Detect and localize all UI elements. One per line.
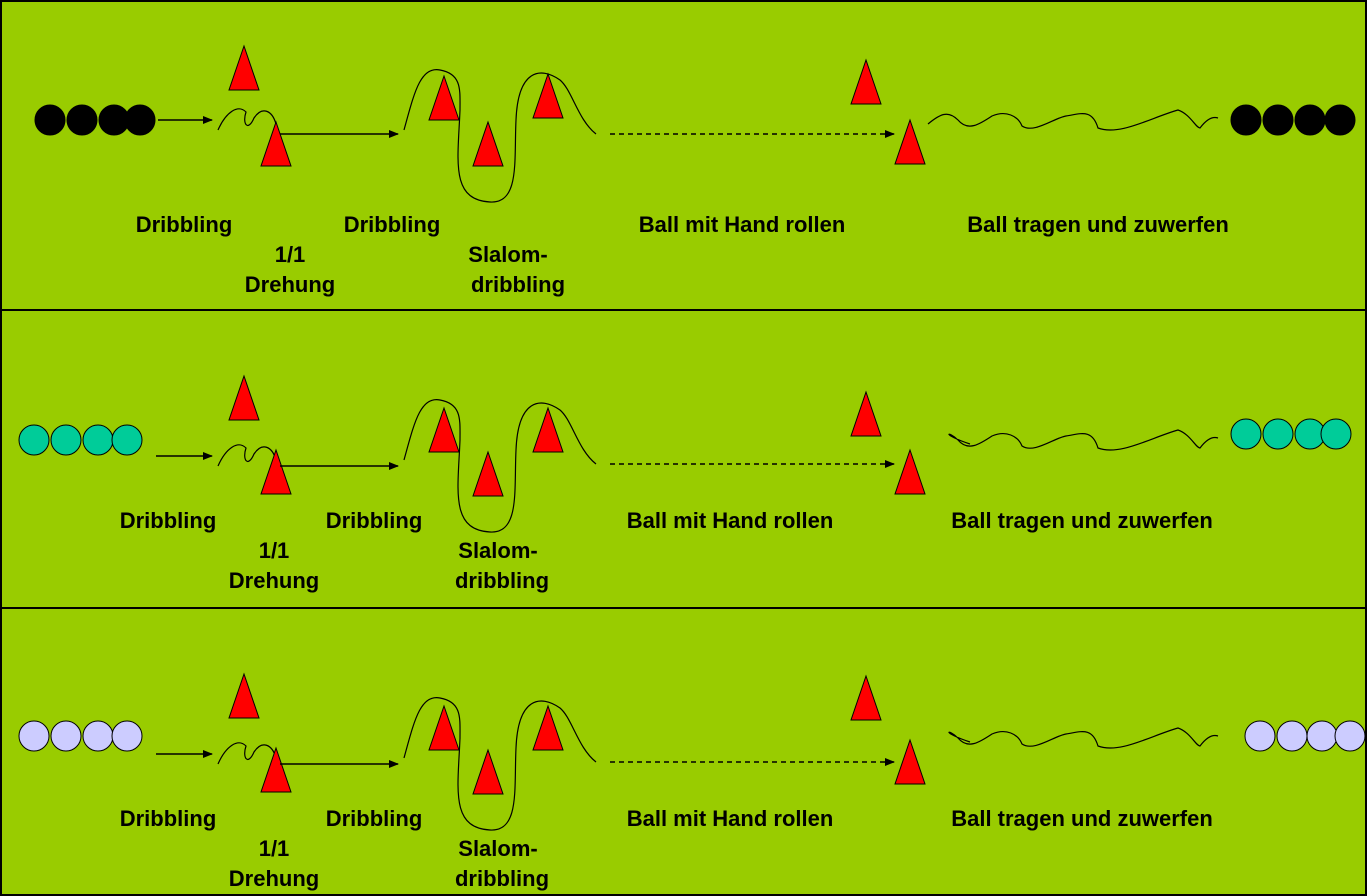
cone-turn-top xyxy=(228,374,260,421)
label-roll: Ball mit Hand rollen xyxy=(627,806,834,831)
label-slalom-1: Slalom- xyxy=(458,538,537,563)
player-left-1 xyxy=(34,104,66,136)
player-right-3 xyxy=(1306,720,1338,752)
turn-path xyxy=(217,444,277,467)
player-left-2 xyxy=(50,720,82,752)
label-dribbling-1: Dribbling xyxy=(120,806,217,831)
player-left-4 xyxy=(111,424,143,456)
player-left-3 xyxy=(82,720,114,752)
cone-roll-top xyxy=(850,58,882,105)
cone-slalom-3 xyxy=(532,72,564,119)
label-carry: Ball tragen und zuwerfen xyxy=(951,508,1213,533)
cone-turn-bottom xyxy=(260,120,292,167)
cone-turn-bottom xyxy=(260,746,292,793)
cone-slalom-1 xyxy=(428,74,460,121)
cone-slalom-2 xyxy=(472,748,504,795)
player-right-2 xyxy=(1262,104,1294,136)
label-slalom-2: dribbling xyxy=(471,272,565,297)
cone-slalom-1 xyxy=(428,406,460,453)
player-right-3 xyxy=(1294,104,1326,136)
label-turn-fraction: 1/1 xyxy=(275,242,306,267)
player-left-4 xyxy=(111,720,143,752)
cone-slalom-3 xyxy=(532,406,564,453)
player-left-1 xyxy=(18,424,50,456)
label-roll: Ball mit Hand rollen xyxy=(627,508,834,533)
label-dribbling-1: Dribbling xyxy=(136,212,233,237)
label-slalom-1: Slalom- xyxy=(468,242,547,267)
label-dribbling-2: Dribbling xyxy=(344,212,441,237)
cone-slalom-1 xyxy=(428,704,460,751)
label-carry: Ball tragen und zuwerfen xyxy=(967,212,1229,237)
player-left-2 xyxy=(66,104,98,136)
label-turn-fraction: 1/1 xyxy=(259,538,290,563)
carry-path xyxy=(927,109,1219,131)
cone-turn-top xyxy=(228,672,260,719)
slalom-path xyxy=(403,399,597,533)
player-right-2 xyxy=(1262,418,1294,450)
turn-path xyxy=(217,108,277,131)
cone-turn-bottom xyxy=(260,448,292,495)
carry-path xyxy=(948,727,1219,749)
player-right-4 xyxy=(1334,720,1366,752)
player-right-4 xyxy=(1324,104,1356,136)
label-turn-word: Drehung xyxy=(245,272,335,297)
cone-roll-top xyxy=(850,390,882,437)
cone-roll-bottom xyxy=(894,118,926,165)
player-right-1 xyxy=(1244,720,1276,752)
player-right-1 xyxy=(1230,418,1262,450)
label-turn-word: Drehung xyxy=(229,866,319,891)
lanes: Dribbling1/1DrehungDribblingSlalom-dribb… xyxy=(0,44,1367,891)
cone-roll-bottom xyxy=(894,448,926,495)
cone-slalom-2 xyxy=(472,450,504,497)
label-carry: Ball tragen und zuwerfen xyxy=(951,806,1213,831)
label-slalom-1: Slalom- xyxy=(458,836,537,861)
player-right-1 xyxy=(1230,104,1262,136)
slalom-path xyxy=(403,69,597,203)
cone-roll-top xyxy=(850,674,882,721)
cone-turn-top xyxy=(228,44,260,91)
cone-slalom-3 xyxy=(532,704,564,751)
label-dribbling-2: Dribbling xyxy=(326,508,423,533)
label-turn-fraction: 1/1 xyxy=(259,836,290,861)
label-turn-word: Drehung xyxy=(229,568,319,593)
slalom-path xyxy=(403,697,597,831)
turn-path xyxy=(217,742,277,765)
label-roll: Ball mit Hand rollen xyxy=(639,212,846,237)
label-slalom-2: dribbling xyxy=(455,866,549,891)
player-left-4 xyxy=(124,104,156,136)
player-left-1 xyxy=(18,720,50,752)
cone-roll-bottom xyxy=(894,738,926,785)
label-dribbling-2: Dribbling xyxy=(326,806,423,831)
carry-path xyxy=(948,429,1219,451)
label-dribbling-1: Dribbling xyxy=(120,508,217,533)
player-left-2 xyxy=(50,424,82,456)
player-left-3 xyxy=(82,424,114,456)
cone-slalom-2 xyxy=(472,120,504,167)
player-right-4 xyxy=(1320,418,1352,450)
player-right-2 xyxy=(1276,720,1308,752)
label-slalom-2: dribbling xyxy=(455,568,549,593)
